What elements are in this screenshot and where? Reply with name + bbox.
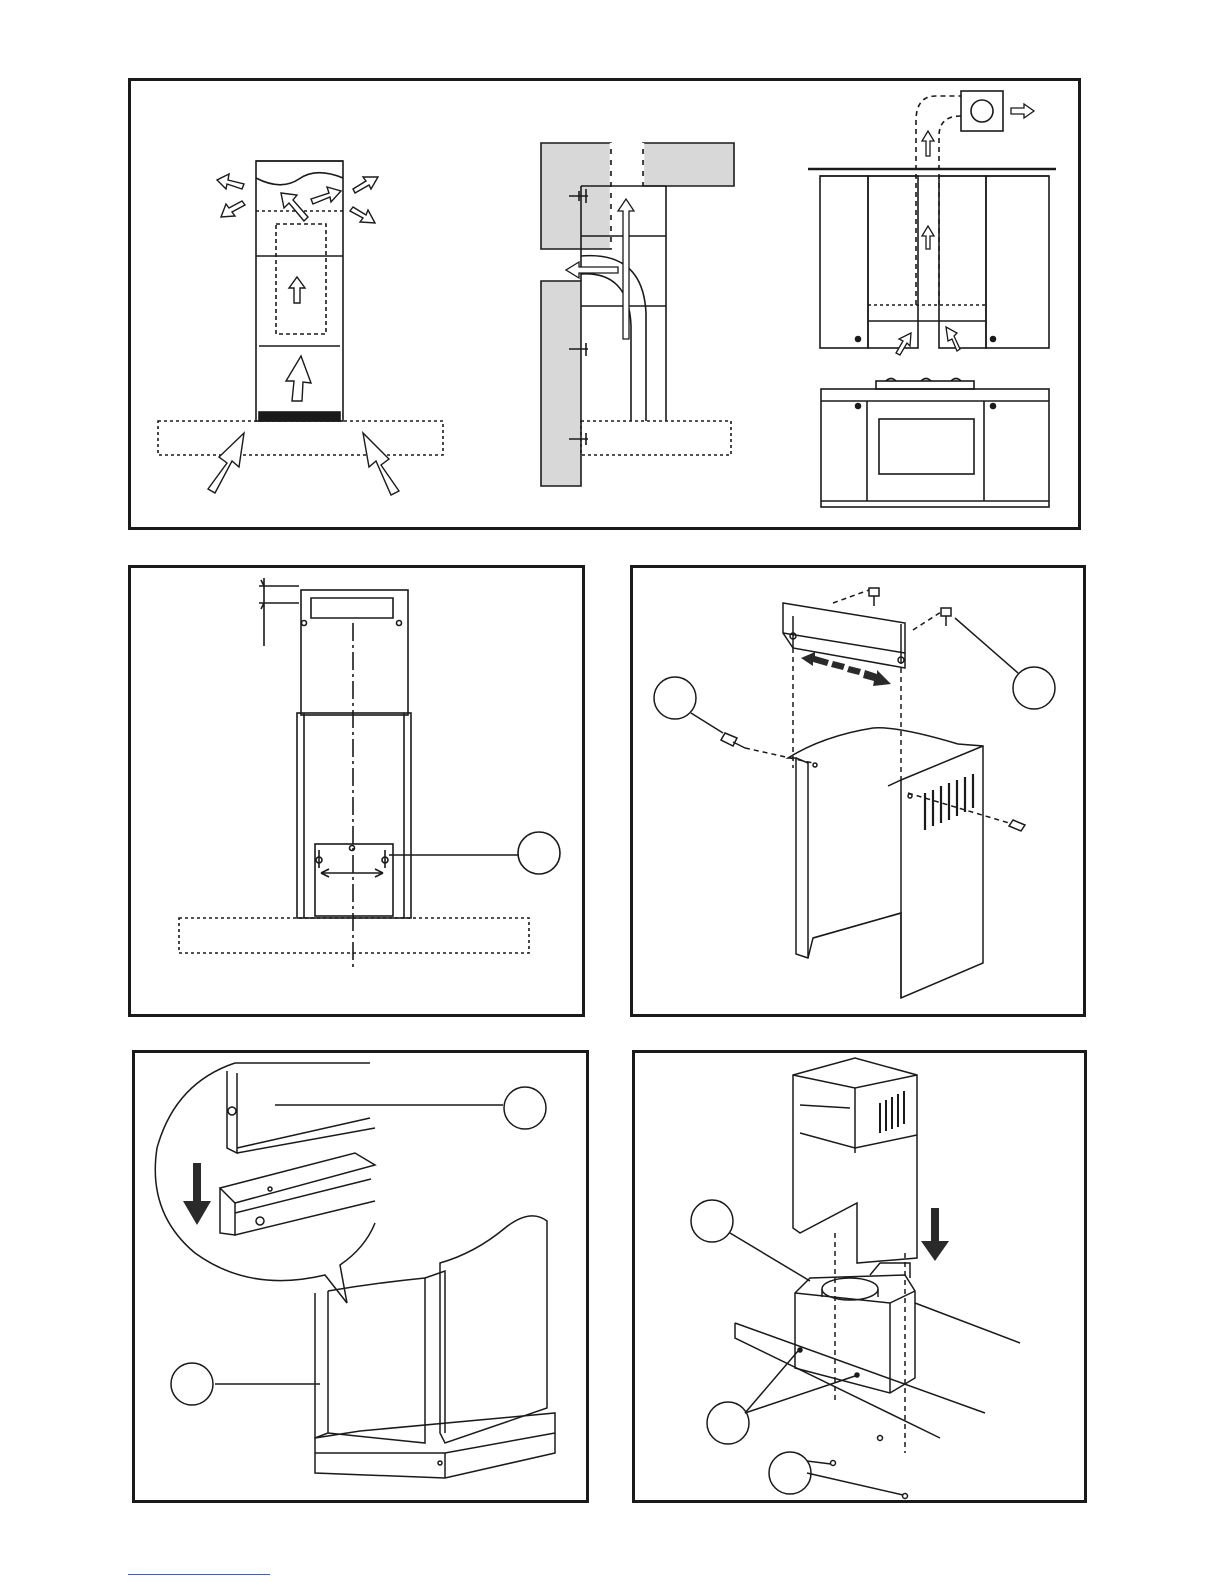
chimney-insert-drawing [135, 1053, 592, 1506]
motor-fixing-drawing [635, 1053, 1090, 1506]
airflow-modes-drawing [131, 81, 1084, 533]
footer-link-underline[interactable] [128, 1574, 270, 1575]
chimney-dimension-panel [128, 565, 585, 1017]
bracket-assembly-drawing [633, 568, 1089, 1020]
callout-chimney [171, 1363, 213, 1405]
callout-bracket [518, 832, 560, 874]
callout-motor [691, 1200, 733, 1242]
down-arrow [921, 1208, 949, 1261]
callout-right-screw [1013, 667, 1055, 709]
screws [721, 588, 1025, 831]
callout-left-screw [654, 677, 696, 719]
callout-detail [504, 1087, 546, 1129]
motor-fixing-panel [632, 1050, 1087, 1503]
recirculation-hood [158, 161, 443, 455]
bracket-assembly-panel [630, 565, 1086, 1017]
ducted-wall-section [541, 143, 734, 486]
cabinet-extraction-view [808, 91, 1056, 507]
chimney-insert-panel [132, 1050, 589, 1503]
callout-holes [707, 1402, 749, 1444]
callout-screws [769, 1452, 811, 1494]
chimney-dimension-drawing [131, 568, 588, 1020]
down-arrow [183, 1163, 211, 1225]
airflow-modes-panel [128, 78, 1081, 530]
